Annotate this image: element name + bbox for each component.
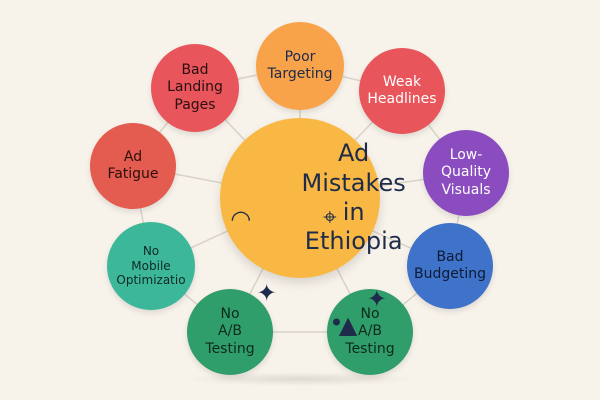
node-no-mobile-optimization: No Mobile Optimizatio bbox=[107, 222, 195, 310]
mountain-icon: ▲ bbox=[338, 311, 358, 340]
node-label: No Mobile Optimizatio bbox=[116, 244, 186, 288]
center-topic-label: Ad Mistakes in Ethiopia bbox=[301, 139, 406, 256]
node-label: Bad Landing Pages bbox=[167, 62, 223, 113]
node-bad-landing-pages: Bad Landing Pages bbox=[151, 44, 239, 132]
sparkle-icon: ✦ bbox=[256, 279, 277, 308]
node-label: Weak Headlines bbox=[367, 73, 437, 107]
ring-connector bbox=[132, 65, 467, 333]
node-no-ab-testing-left: No A/B Testing bbox=[187, 289, 273, 375]
megaphone-icon: ◠ bbox=[230, 205, 252, 234]
node-no-ab-testing-right: No A/B Testing bbox=[327, 289, 413, 375]
node-poor-targeting: Poor Targeting bbox=[256, 22, 344, 110]
sparkle-icon: ✦ bbox=[366, 285, 387, 314]
node-low-quality-visuals: Low- Quality Visuals bbox=[423, 130, 509, 216]
node-label: Bad Budgeting bbox=[413, 248, 486, 282]
center-topic-bubble: ◠ ⌖ ✦ ✦ ▲ • Ad Mistakes in Ethiopia bbox=[220, 118, 406, 339]
node-bad-budgeting: Bad Budgeting bbox=[407, 223, 493, 309]
node-label: Low- Quality Visuals bbox=[440, 147, 492, 198]
node-ad-fatigue: Ad Fatigue bbox=[90, 123, 176, 209]
node-label: No A/B Testing bbox=[345, 306, 395, 357]
node-weak-headlines: Weak Headlines bbox=[359, 48, 445, 134]
dot-icon: • bbox=[329, 309, 344, 338]
node-label: Ad Fatigue bbox=[107, 148, 159, 182]
ground-shadow bbox=[185, 372, 415, 386]
node-label: Poor Targeting bbox=[267, 48, 333, 82]
node-label: No A/B Testing bbox=[205, 306, 255, 357]
location-pin-icon: ⌖ bbox=[323, 203, 337, 232]
